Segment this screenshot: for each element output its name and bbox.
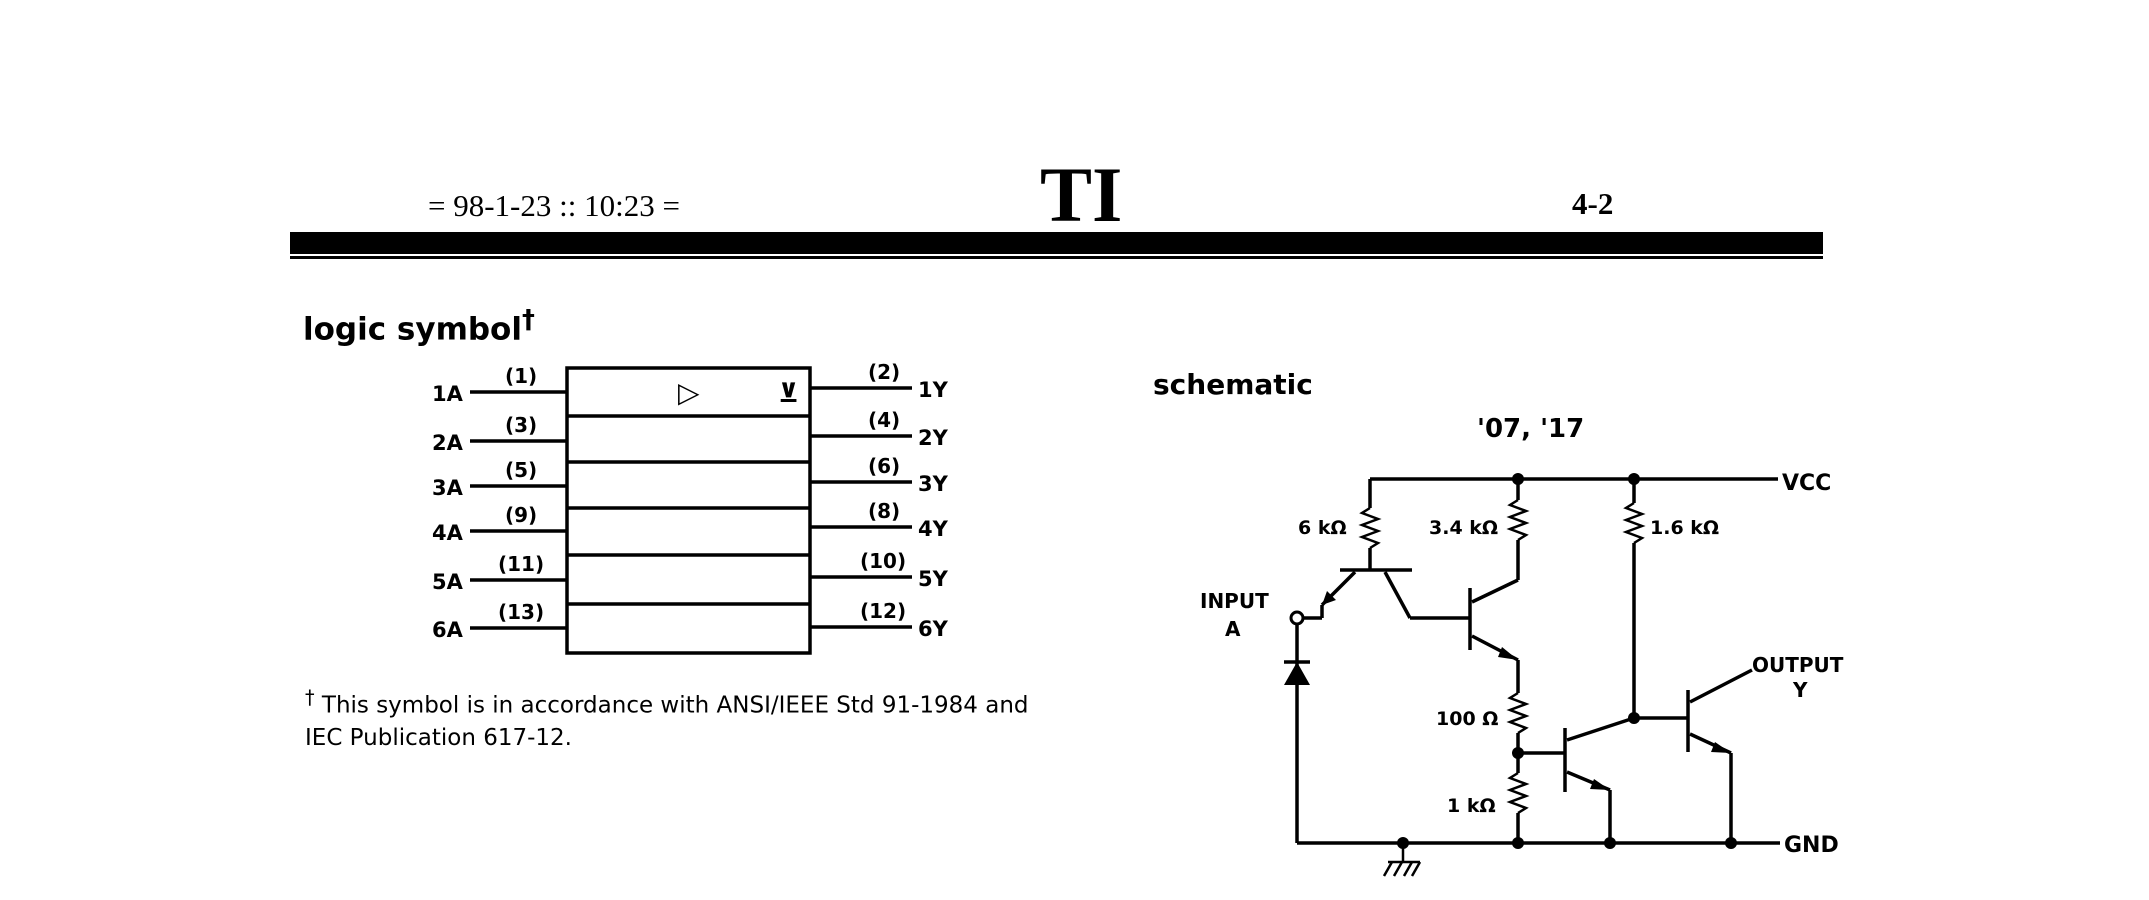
footnote-line-2: IEC Publication 617-12. (305, 724, 572, 751)
output-label-1y: 1Y (918, 378, 949, 402)
resistor-3-4k-label: 3.4 kΩ (1429, 517, 1498, 539)
ground-symbol-icon (1382, 843, 1422, 877)
q3-emitter-arrow-icon (1590, 779, 1610, 790)
output-pin-8: (8) (868, 499, 900, 523)
input-pin-3: (3) (505, 413, 537, 437)
input-label-3a: 3A (432, 476, 464, 500)
q2-emitter-arrow-icon (1498, 647, 1518, 660)
output-label-3y: 3Y (918, 472, 949, 496)
output-pin-6: (6) (868, 454, 900, 478)
logic-symbol-footnote: † This symbol is in accordance with ANSI… (305, 682, 1105, 754)
header-brand-logo: TI (1040, 151, 1123, 238)
input-terminal (1289, 610, 1305, 626)
input-label: INPUT (1200, 589, 1269, 613)
output-label: OUTPUT (1752, 653, 1844, 677)
output-label-4y: 4Y (918, 517, 949, 541)
input-pin-9: (9) (505, 503, 537, 527)
vcc-label: VCC (1782, 471, 1831, 496)
logic-symbol-dagger: † (521, 305, 535, 335)
input-label-2a: 2A (432, 431, 464, 455)
resistor-100-icon (1506, 691, 1530, 735)
resistor-100-label: 100 Ω (1436, 708, 1498, 730)
open-collector-icon: ⊻ (778, 379, 799, 409)
clamp-diode-icon (1284, 662, 1310, 685)
gnd-label: GND (1784, 833, 1839, 858)
q4-emitter-arrow-icon (1711, 742, 1731, 753)
schematic-heading: schematic (1153, 368, 1313, 401)
header-rule-thin (290, 256, 1823, 259)
resistor-6k-label: 6 kΩ (1298, 517, 1347, 539)
input-pin-1: (1) (505, 364, 537, 388)
footnote-line-1: This symbol is in accordance with ANSI/I… (321, 692, 1029, 719)
output-label-6y: 6Y (918, 617, 949, 641)
output-name: Y (1792, 678, 1808, 702)
output-pin-12: (12) (860, 599, 906, 623)
footnote-mark: † (305, 686, 315, 709)
output-pin-4: (4) (868, 408, 900, 432)
logic-symbol-heading-text: logic symbol (303, 311, 522, 348)
input-label-5a: 5A (432, 570, 464, 594)
logic-symbol: ▷ ⊻ 1A 2A 3A 4A 5A 6A (1) (3) (5) (9) (1… (432, 360, 949, 655)
output-label-2y: 2Y (918, 426, 949, 450)
input-pin-11: (11) (498, 552, 544, 576)
resistor-1k-icon (1506, 771, 1530, 815)
output-pin-2: (2) (868, 360, 900, 384)
resistor-6k-icon (1358, 506, 1382, 550)
input-pin-5: (5) (505, 458, 537, 482)
resistor-1-6k-icon (1622, 501, 1646, 545)
input-label-1a: 1A (432, 382, 464, 406)
resistor-1-6k-label: 1.6 kΩ (1650, 517, 1719, 539)
schematic-variant-label: '07, '17 (1477, 414, 1584, 444)
resistor-1k-label: 1 kΩ (1447, 795, 1496, 817)
input-name: A (1225, 617, 1241, 641)
buffer-symbol-icon: ▷ (678, 376, 700, 409)
header-rule (290, 232, 1823, 254)
q2-collector (1471, 578, 1519, 604)
q1-collector (1383, 571, 1412, 619)
q1-emitter-arrow-icon (1322, 591, 1336, 605)
logic-symbol-box (565, 366, 812, 655)
output-pin-10: (10) (860, 549, 906, 573)
schematic-diagram: '07, '17 VCC GND 6 kΩ (1200, 414, 1844, 877)
output-label-5y: 5Y (918, 567, 949, 591)
q3-collector (1566, 716, 1635, 742)
resistor-3-4k-icon (1506, 498, 1530, 542)
header-page-number: 4-2 (1572, 186, 1614, 221)
header-date: = 98-1-23 :: 10:23 = (428, 188, 680, 223)
input-label-4a: 4A (432, 521, 464, 545)
q4-collector (1689, 668, 1753, 704)
input-pin-13: (13) (498, 600, 544, 624)
input-label-6a: 6A (432, 618, 464, 642)
logic-symbol-heading: logic symbol† (303, 305, 535, 347)
